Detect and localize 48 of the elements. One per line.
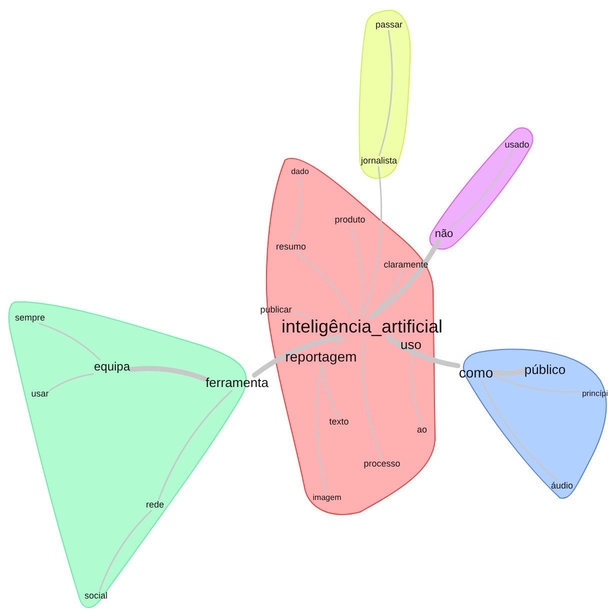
- connector-line: [98, 510, 152, 592]
- connector-line: [38, 322, 101, 360]
- word-label: claramente: [384, 260, 428, 270]
- word-label: social: [84, 591, 108, 601]
- word-label: jornalista: [360, 156, 398, 166]
- connector-line: [295, 252, 354, 318]
- word-label: princípi: [582, 390, 608, 398]
- word-label: ferramenta: [206, 376, 268, 390]
- word-label: usado: [504, 140, 530, 150]
- connector-line: [492, 368, 526, 376]
- connector-line: [362, 336, 382, 460]
- connector-line: [362, 166, 382, 318]
- connector-line: [368, 270, 403, 318]
- word-label: ao: [417, 425, 427, 435]
- word-label: texto: [329, 417, 349, 427]
- connector-line: [158, 390, 232, 500]
- connector-line: [448, 150, 514, 229]
- word-label: não: [434, 229, 454, 241]
- word-label: como: [458, 366, 494, 380]
- word-label: equipa: [94, 360, 130, 374]
- word-label: produto: [334, 215, 366, 225]
- word-label: processo: [364, 459, 400, 469]
- word-label: uso: [400, 338, 422, 352]
- word-label: publicar: [260, 305, 292, 315]
- word-label: público: [524, 363, 566, 377]
- word-label: passar: [376, 20, 402, 30]
- connector-line: [315, 364, 328, 494]
- connector-line: [332, 336, 348, 350]
- word-label: imagem: [312, 494, 342, 502]
- word-label: rede: [146, 500, 164, 510]
- connector-line: [482, 380, 558, 482]
- connector-line: [128, 366, 208, 382]
- word-label: usar: [31, 389, 49, 399]
- connector-line: [350, 224, 364, 318]
- connector-line: [322, 364, 338, 418]
- word-label: reportagem: [285, 350, 357, 364]
- word-label: inteligência_artificial: [281, 318, 443, 336]
- connector-line: [368, 239, 440, 320]
- connector-line: [49, 373, 94, 392]
- word-label: áudio: [550, 481, 574, 491]
- word-label: dado: [291, 168, 309, 176]
- connector-line: [493, 375, 582, 393]
- connector-line: [290, 176, 302, 242]
- word-label: resumo: [276, 242, 306, 252]
- connector-line: [378, 30, 393, 156]
- connector-line: [292, 312, 310, 318]
- word-label: sempre: [15, 313, 45, 323]
- connector-line: [410, 352, 422, 426]
